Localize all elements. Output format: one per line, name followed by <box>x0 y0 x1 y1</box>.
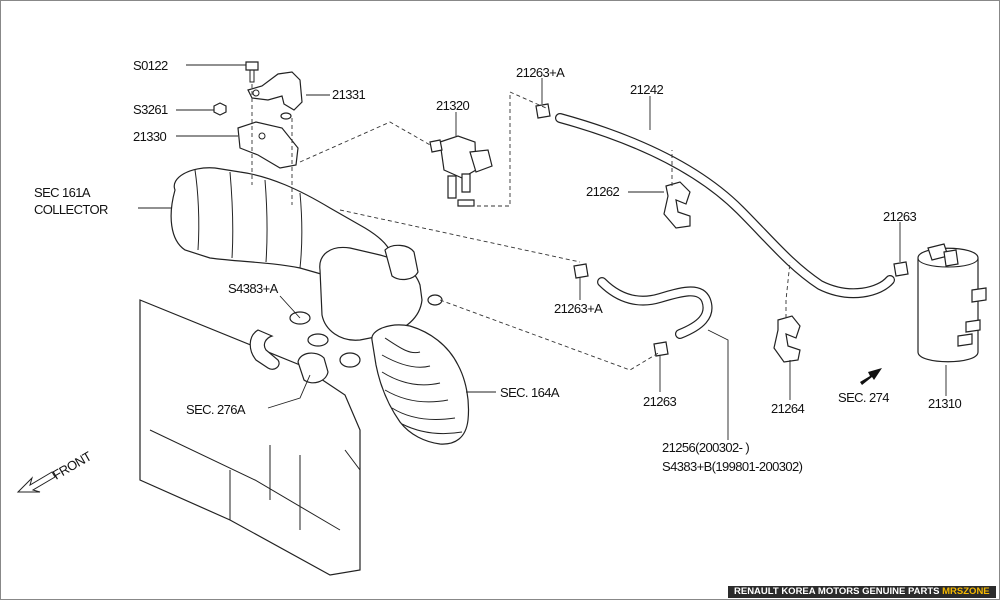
fitting-nipple <box>339 352 361 368</box>
clamp-21263-right <box>893 261 909 277</box>
solenoid-21320 <box>429 135 493 207</box>
fitting-nipple <box>307 333 329 347</box>
front-arrow-icon <box>16 471 56 493</box>
clamps <box>535 103 909 363</box>
bolt-s0122-shank <box>249 70 255 83</box>
canister-bracket <box>971 287 987 303</box>
solenoid-port <box>457 199 475 207</box>
hose-rib <box>401 423 463 435</box>
label-s3261: S3261 <box>133 102 168 117</box>
clip-21264 <box>773 315 801 363</box>
clip-21262 <box>663 181 691 229</box>
valve-276a <box>297 352 329 384</box>
hose-rib <box>384 337 421 354</box>
collector-rib <box>299 192 303 269</box>
clamp-21263a-top <box>535 103 551 119</box>
label-sec274: SEC. 274 <box>838 390 889 405</box>
label-21263-mid: 21263 <box>643 394 677 409</box>
engine-assembly <box>139 167 470 576</box>
label-21310: 21310 <box>928 396 962 411</box>
hose-rib <box>381 354 431 368</box>
hose-rib <box>384 389 449 403</box>
engine-edge <box>344 449 361 471</box>
label-21330: 21330 <box>133 129 167 144</box>
label-s0122: S0122 <box>133 58 168 73</box>
hose-s4383a <box>249 329 280 370</box>
hose-rib <box>391 407 456 421</box>
bracket-assembly <box>213 61 303 205</box>
canister-21310 <box>917 243 987 363</box>
fitting-nipple <box>427 294 443 306</box>
label-21242: 21242 <box>630 82 664 97</box>
canister-port <box>943 249 959 267</box>
label-21263-right: 21263 <box>883 209 917 224</box>
label-21263a-mid: 21263+A <box>554 301 603 316</box>
hose-rib <box>381 371 441 386</box>
clamp-21263a-mid <box>573 263 589 279</box>
bolt-s0122 <box>245 61 259 71</box>
clamp-21263-mid <box>653 341 669 357</box>
label-s4383b: S4383+B(199801-200302) <box>662 459 803 474</box>
hose-21242 <box>555 113 895 299</box>
bracket-21330 <box>237 121 299 169</box>
canister-bracket <box>957 333 973 347</box>
solenoid-port <box>447 175 457 199</box>
canister-bracket <box>965 319 981 333</box>
footer-brand: MRSZONE <box>942 586 990 597</box>
label-sec161a: SEC 161A <box>34 185 91 200</box>
collector-rib <box>264 179 268 263</box>
leader-lines <box>138 64 947 440</box>
solenoid-connector <box>469 149 493 173</box>
throttle-body <box>384 244 419 281</box>
nut-s3261 <box>213 102 227 116</box>
sec274-arrow-icon <box>860 368 882 385</box>
label-front: FRONT <box>50 448 94 482</box>
engine-edge <box>149 429 341 531</box>
label-21256: 21256(200302- ) <box>662 440 749 455</box>
connection-lines <box>299 91 791 371</box>
bracket-nut <box>280 112 292 120</box>
bracket-hole <box>258 132 266 140</box>
label-collector: COLLECTOR <box>34 202 108 217</box>
solenoid-port <box>429 139 443 153</box>
label-21320: 21320 <box>436 98 470 113</box>
label-21331: 21331 <box>332 87 366 102</box>
hose-21256 <box>597 277 713 339</box>
footer-text: RENAULT KOREA MOTORS GENUINE PARTS <box>734 586 940 597</box>
solenoid-port <box>461 173 471 193</box>
solenoid-body <box>439 135 477 179</box>
label-sec276a: SEC. 276A <box>186 402 246 417</box>
collector-rib <box>194 169 200 251</box>
bracket-21331 <box>247 71 303 111</box>
footer-banner: RENAULT KOREA MOTORS GENUINE PARTS MRSZO… <box>728 586 996 598</box>
collector-rib <box>229 171 234 259</box>
bracket-hole <box>252 89 260 97</box>
canister-top <box>917 257 979 268</box>
label-sec164a: SEC. 164A <box>500 385 560 400</box>
label-21262: 21262 <box>586 184 620 199</box>
label-21263a-top: 21263+A <box>516 65 565 80</box>
label-21264: 21264 <box>771 401 805 416</box>
label-s4383a: S4383+A <box>228 281 279 296</box>
